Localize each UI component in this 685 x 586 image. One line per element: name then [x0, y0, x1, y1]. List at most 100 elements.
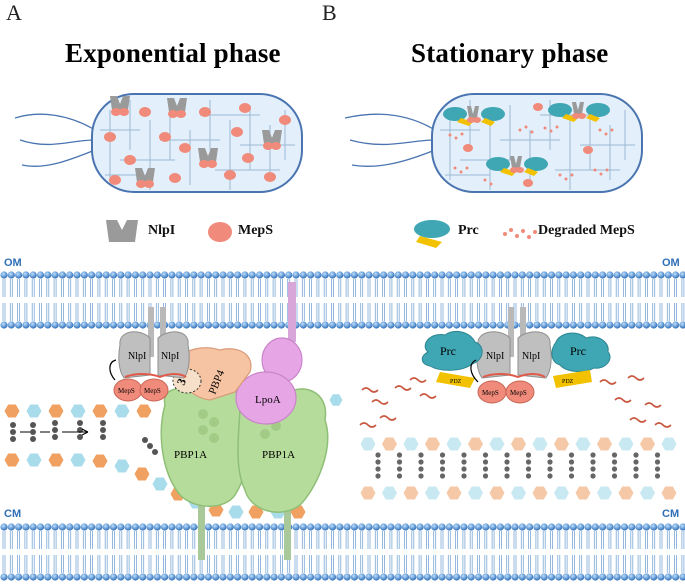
- nlpi-label-right-1: NlpI: [486, 351, 504, 362]
- glycan-hex: [113, 458, 131, 474]
- cm-lipid-head: [350, 573, 358, 581]
- peptide-dot: [525, 459, 532, 465]
- glycan-hex: [3, 403, 21, 419]
- prc-label-right-2: Prc: [570, 344, 586, 358]
- om-lipid-head: [241, 271, 249, 279]
- cm-lipid-head: [7, 573, 15, 581]
- cm-lipid-head: [204, 523, 212, 531]
- om-lipid-head: [314, 271, 322, 279]
- cm-lipid-head: [526, 523, 534, 531]
- cm-lipid-head: [606, 523, 614, 531]
- glycan-hex: [510, 485, 527, 501]
- cm-lipid-head: [44, 523, 52, 531]
- om-lipid-head: [613, 321, 621, 329]
- om-lipid-head: [109, 321, 118, 329]
- cm-lipid-head: [504, 523, 512, 531]
- cm-lipid-head: [29, 573, 37, 581]
- peptide-dot: [633, 459, 639, 465]
- peptide-dot: [439, 473, 446, 479]
- glycan-hex: [617, 485, 635, 501]
- om-lipid-head: [409, 321, 417, 329]
- glycan-hex: [47, 403, 65, 419]
- om-lipid-head: [387, 271, 395, 279]
- peptide-dot: [633, 452, 639, 458]
- om-lipid-head: [73, 321, 81, 329]
- cm-lipid-head: [409, 523, 417, 531]
- om-lipid-head: [431, 321, 439, 329]
- om-lipid-head: [263, 271, 271, 279]
- om-lipid-head: [599, 321, 607, 329]
- om-lipid-head: [372, 321, 380, 329]
- cm-lipid-head: [569, 573, 578, 581]
- cm-lipid-head: [117, 523, 125, 531]
- om-lipid-head: [496, 271, 504, 279]
- cm-lipid-head: [131, 573, 139, 581]
- om-lipid-head: [343, 271, 351, 279]
- cm-lipid-head: [679, 573, 685, 581]
- om-lipid-head: [44, 271, 52, 279]
- cm-lipid-head: [124, 573, 132, 581]
- cm-lipid-head: [0, 523, 8, 531]
- glycan-hex: [574, 485, 592, 501]
- cm-lipid-head: [343, 573, 351, 581]
- cm-lipid-head: [387, 573, 395, 581]
- cm-lipid-head: [44, 573, 52, 581]
- cm-lipid-head: [409, 573, 417, 581]
- om-lipid-head: [139, 321, 147, 329]
- om-lipid-head: [263, 321, 271, 329]
- cell-stationary: [344, 93, 643, 193]
- glycan-hex: [639, 436, 656, 452]
- panel-letter-a: A: [6, 0, 22, 25]
- cm-lipid-head: [146, 523, 154, 531]
- om-lipid-head: [131, 321, 139, 329]
- peptide-dot: [396, 459, 403, 465]
- om-lipid-head: [518, 271, 526, 279]
- cm-lipid-head: [416, 523, 424, 531]
- om-lipid-head: [131, 271, 139, 279]
- om-lipid-head: [613, 271, 621, 279]
- meps-label-left-2: MepS: [144, 387, 161, 395]
- om-lipid-head: [102, 321, 110, 329]
- peptide-dot: [482, 459, 489, 465]
- pbp4-shape: [172, 347, 252, 401]
- om-lipid-head: [372, 271, 380, 279]
- om-lipid-head: [168, 271, 176, 279]
- cm-lipid-head: [445, 523, 453, 531]
- om-lipid-head: [387, 321, 395, 329]
- peptide-dot: [568, 473, 575, 479]
- peptide-dot: [568, 459, 575, 465]
- cm-lipid-head: [555, 573, 563, 581]
- cm-lipid-head: [496, 523, 504, 531]
- om-lipid-head: [365, 271, 373, 279]
- om-lipid-head: [526, 271, 534, 279]
- om-lipid-head: [336, 321, 344, 329]
- cm-lipid-head: [168, 573, 176, 581]
- lpoa-shape: [235, 282, 303, 425]
- glycan-hex: [553, 485, 570, 501]
- om-lipid-head: [0, 321, 8, 329]
- glycan-hex: [25, 452, 43, 468]
- om-lipid-head: [66, 321, 74, 329]
- cm-lipid-head: [102, 573, 110, 581]
- glycan-hex: [135, 403, 153, 419]
- cm-lipid-head: [394, 523, 402, 531]
- om-lipid-head: [51, 321, 59, 329]
- om-lipid-head: [474, 271, 483, 279]
- meps-dots-stationary: [463, 103, 593, 187]
- om-lipid-head: [248, 271, 256, 279]
- cm-lipid-head: [263, 573, 271, 581]
- nlpi-label-left-2: NlpI: [161, 351, 179, 362]
- om-lipid-head: [467, 321, 475, 329]
- degraded-dots-stationary: [448, 125, 614, 186]
- cm-lipid-head: [102, 523, 110, 531]
- cm-lipid-head: [36, 573, 45, 581]
- om-lipid-head: [7, 321, 15, 329]
- cm-lipid-head: [109, 573, 118, 581]
- cm-lipid-head: [453, 573, 461, 581]
- cm-lipid-head: [453, 523, 461, 531]
- glycan-hex: [531, 436, 549, 452]
- om-lipid-head: [168, 321, 176, 329]
- peptide-dot: [590, 473, 596, 479]
- glycan-hex: [359, 436, 377, 452]
- om-lipid-head: [642, 321, 651, 329]
